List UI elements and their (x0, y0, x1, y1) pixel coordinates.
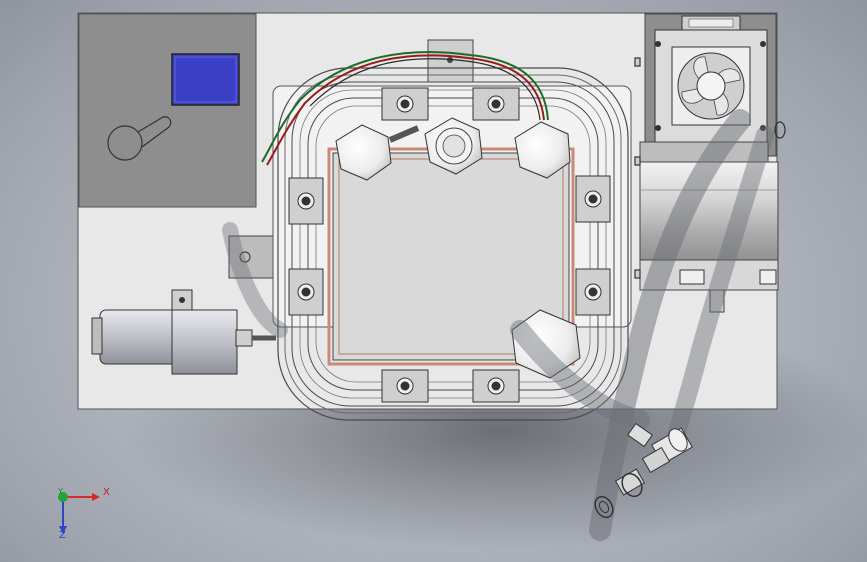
control-panel[interactable] (78, 13, 257, 208)
axis-y-label: Y (58, 487, 63, 496)
clamp-bottom-left (381, 369, 429, 403)
clamp-top-left (381, 87, 429, 121)
keyhole-icon (107, 116, 172, 161)
clamp-bottom-right (472, 369, 520, 403)
hose-assembly[interactable] (222, 109, 774, 541)
side-fittings (634, 57, 786, 279)
axis-z-label: Z (59, 530, 66, 541)
lcd-screen[interactable] (171, 53, 240, 106)
clamp-right-top (575, 175, 611, 223)
axis-triad-icon (58, 492, 100, 534)
wire-harness (261, 51, 549, 166)
clamp-top-right (472, 87, 520, 121)
knob-center (424, 117, 483, 175)
hose-fitting[interactable] (592, 422, 693, 521)
pump-motor[interactable] (91, 289, 276, 375)
axis-x-label: X (103, 487, 110, 498)
knob-connector (388, 125, 420, 143)
knob-left (335, 124, 392, 181)
clamp-right-bottom (575, 268, 611, 316)
knob-right (514, 121, 571, 179)
side-bracket (228, 235, 276, 279)
clamp-blocks (288, 87, 611, 403)
clamp-left-bottom (288, 268, 324, 316)
port-knobs[interactable] (335, 117, 581, 379)
clamp-left-top (288, 177, 324, 225)
knob-bottom (511, 309, 581, 379)
